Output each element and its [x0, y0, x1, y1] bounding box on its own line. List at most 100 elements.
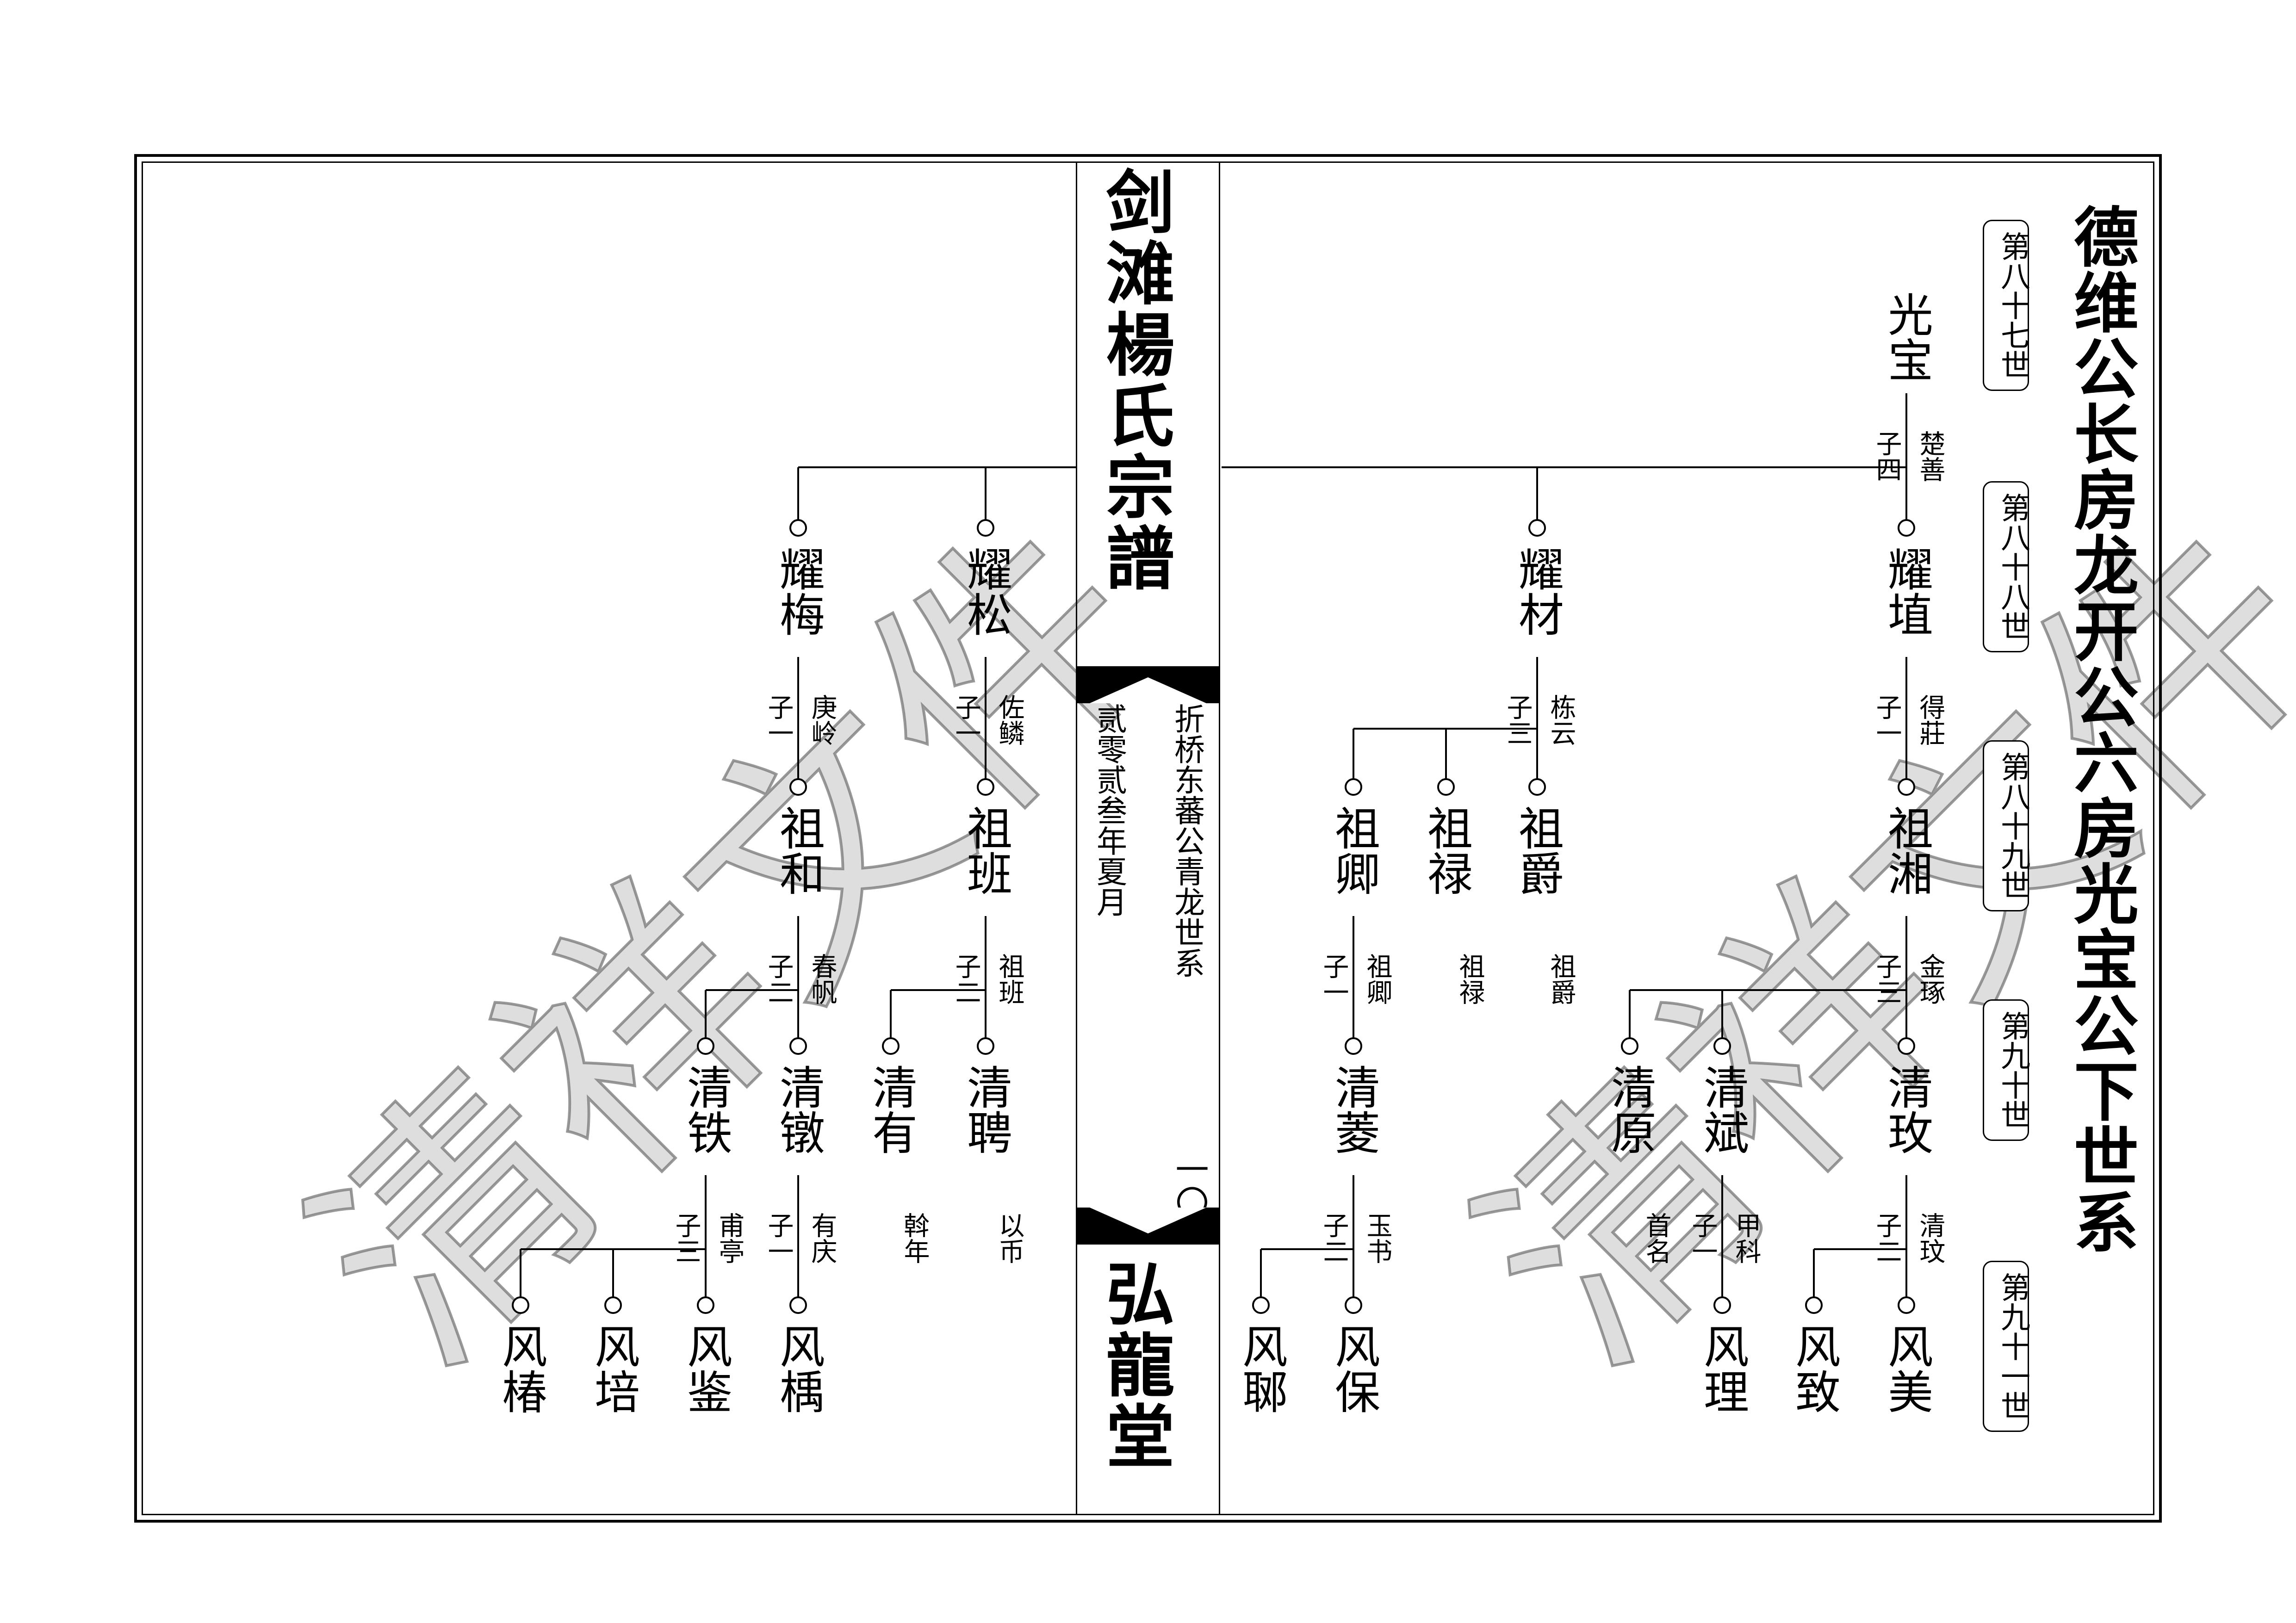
note-zulu-courtesy: 祖禄 — [1455, 953, 1485, 1005]
person-fengjian: 风鉴 — [679, 1323, 732, 1414]
node-qingbin — [1713, 1037, 1731, 1055]
note-yaocai-children: 子三 — [1502, 694, 1533, 746]
node-fengyu — [1252, 1296, 1270, 1314]
note-zuban-courtesy: 祖班 — [994, 953, 1024, 1005]
note-zujue-courtesy: 祖爵 — [1546, 953, 1576, 1005]
person-yaozhi: 耀埴 — [1880, 546, 1933, 637]
spine-note-lineage: 折桥东蕃公青龙世系 — [1169, 703, 1205, 978]
person-qingbin: 清斌 — [1696, 1064, 1749, 1155]
person-qingmei: 清玫 — [1880, 1064, 1933, 1155]
node-qingtie — [697, 1037, 714, 1055]
node-qingyou — [882, 1037, 900, 1055]
spine-fish-tail-bottom — [1076, 1208, 1220, 1245]
node-fengmei — [1898, 1296, 1915, 1314]
node-zuqing — [1345, 778, 1362, 796]
node-yaomei — [789, 519, 807, 537]
person-zulu: 祖禄 — [1420, 805, 1472, 896]
generation-label-88: 第八十八世 — [1983, 481, 2030, 652]
note-qingdun-courtesy: 有庆 — [807, 1212, 837, 1264]
note-zuxiang-courtesy: 金琢 — [1915, 953, 1945, 1005]
note-yaosong-children: 子一 — [951, 694, 981, 746]
node-zujue — [1528, 778, 1546, 796]
person-qingpin: 清聘 — [959, 1064, 1012, 1155]
person-guangbao: 光宝 — [1880, 291, 1933, 382]
node-zuxiang — [1898, 778, 1915, 796]
person-qingtie: 清铁 — [679, 1064, 732, 1155]
node-qingdun — [789, 1037, 807, 1055]
person-yaocai: 耀材 — [1511, 546, 1564, 637]
person-zuhe: 祖和 — [772, 805, 825, 896]
note-guangbao-children: 子四 — [1872, 430, 1902, 482]
note-qingdun-children: 子一 — [763, 1212, 794, 1264]
note-yaomei-courtesy: 庚岭 — [807, 694, 837, 746]
person-zuqing: 祖卿 — [1327, 805, 1380, 896]
spine-band-bottom — [1076, 1208, 1220, 1245]
person-fengju: 风楀 — [772, 1323, 825, 1414]
person-fengpei: 风培 — [587, 1323, 639, 1414]
note-zuban-children: 子二 — [951, 953, 981, 1005]
generation-label-87: 第八十七世 — [1983, 220, 2030, 391]
person-qingyou: 清有 — [864, 1064, 917, 1155]
spine-band-top — [1076, 666, 1220, 703]
node-fengli — [1713, 1296, 1731, 1314]
note-qingpin-courtesy: 以币 — [994, 1212, 1024, 1264]
note-yaomei-children: 子一 — [763, 694, 794, 746]
person-fengyu: 风郰 — [1235, 1323, 1287, 1414]
note-qingling-courtesy: 玉书 — [1362, 1212, 1392, 1264]
person-yaosong: 耀松 — [959, 546, 1012, 637]
person-fengli: 风理 — [1696, 1323, 1749, 1414]
note-zuqing-children: 子一 — [1319, 953, 1349, 1005]
note-qingbin-children: 子一 — [1688, 1212, 1718, 1264]
person-fengzhi: 风致 — [1787, 1323, 1840, 1414]
spine-fish-tail-top — [1076, 666, 1220, 703]
node-yaozhi — [1898, 519, 1915, 537]
center-spine — [1076, 161, 1220, 1515]
node-fengzhi — [1805, 1296, 1823, 1314]
note-qingmei-children: 子二 — [1872, 1212, 1902, 1264]
note-qingyou-courtesy: 斡年 — [900, 1212, 930, 1264]
outer-frame — [134, 154, 2162, 1523]
person-qingling: 清菱 — [1327, 1064, 1380, 1155]
hall-name: 弘龍堂 — [1094, 1258, 1175, 1472]
node-zuhe — [789, 778, 807, 796]
node-fengpei — [604, 1296, 622, 1314]
node-zuban — [977, 778, 994, 796]
person-zujue: 祖爵 — [1511, 805, 1564, 896]
note-yaozhi-courtesy: 得莊 — [1915, 694, 1945, 746]
note-qingtie-courtesy: 甫亭 — [714, 1212, 745, 1264]
note-qingling-children: 子二 — [1319, 1212, 1349, 1264]
note-zuqing-courtesy: 祖卿 — [1362, 953, 1392, 1005]
note-zuhe-children: 子二 — [763, 953, 794, 1005]
node-fengju — [789, 1296, 807, 1314]
person-fengmei: 风美 — [1880, 1323, 1933, 1414]
node-qingling — [1345, 1037, 1362, 1055]
note-qingbin-courtesy: 甲科 — [1731, 1212, 1761, 1264]
note-guangbao-courtesy: 楚善 — [1915, 430, 1945, 482]
note-qingbin-alias: 首名 — [1641, 1212, 1671, 1264]
person-yaomei: 耀梅 — [772, 546, 825, 637]
note-yaocai-courtesy: 栋云 — [1546, 694, 1576, 746]
generation-label-90: 第九十世 — [1983, 999, 2030, 1141]
node-qingyuan — [1621, 1037, 1638, 1055]
book-title: 剑滩楊氏宗譜 — [1094, 167, 1175, 594]
generation-label-91: 第九十一世 — [1983, 1261, 2030, 1432]
inner-frame — [142, 161, 2154, 1515]
note-yaozhi-children: 子一 — [1872, 694, 1902, 746]
genealogy-title: 德维公长房龙开公六房光宝公下世系 — [2063, 204, 2139, 1255]
person-qingyuan: 清原 — [1603, 1064, 1656, 1155]
note-zuxiang-children: 子三 — [1872, 953, 1902, 1005]
generation-label-89: 第八十九世 — [1983, 740, 2030, 911]
node-yaocai — [1528, 519, 1546, 537]
node-zulu — [1437, 778, 1455, 796]
node-qingmei — [1898, 1037, 1915, 1055]
person-zuban: 祖班 — [959, 805, 1012, 896]
spine-note-date: 贰零贰叁年夏月 — [1092, 703, 1127, 917]
note-qingtie-children: 子三 — [671, 1212, 701, 1264]
person-qingdun: 清镦 — [772, 1064, 825, 1155]
node-fengchun — [512, 1296, 529, 1314]
person-fengchun: 风椿 — [494, 1323, 547, 1414]
note-yaosong-courtesy: 佐鳞 — [994, 694, 1024, 746]
node-qingpin — [977, 1037, 994, 1055]
